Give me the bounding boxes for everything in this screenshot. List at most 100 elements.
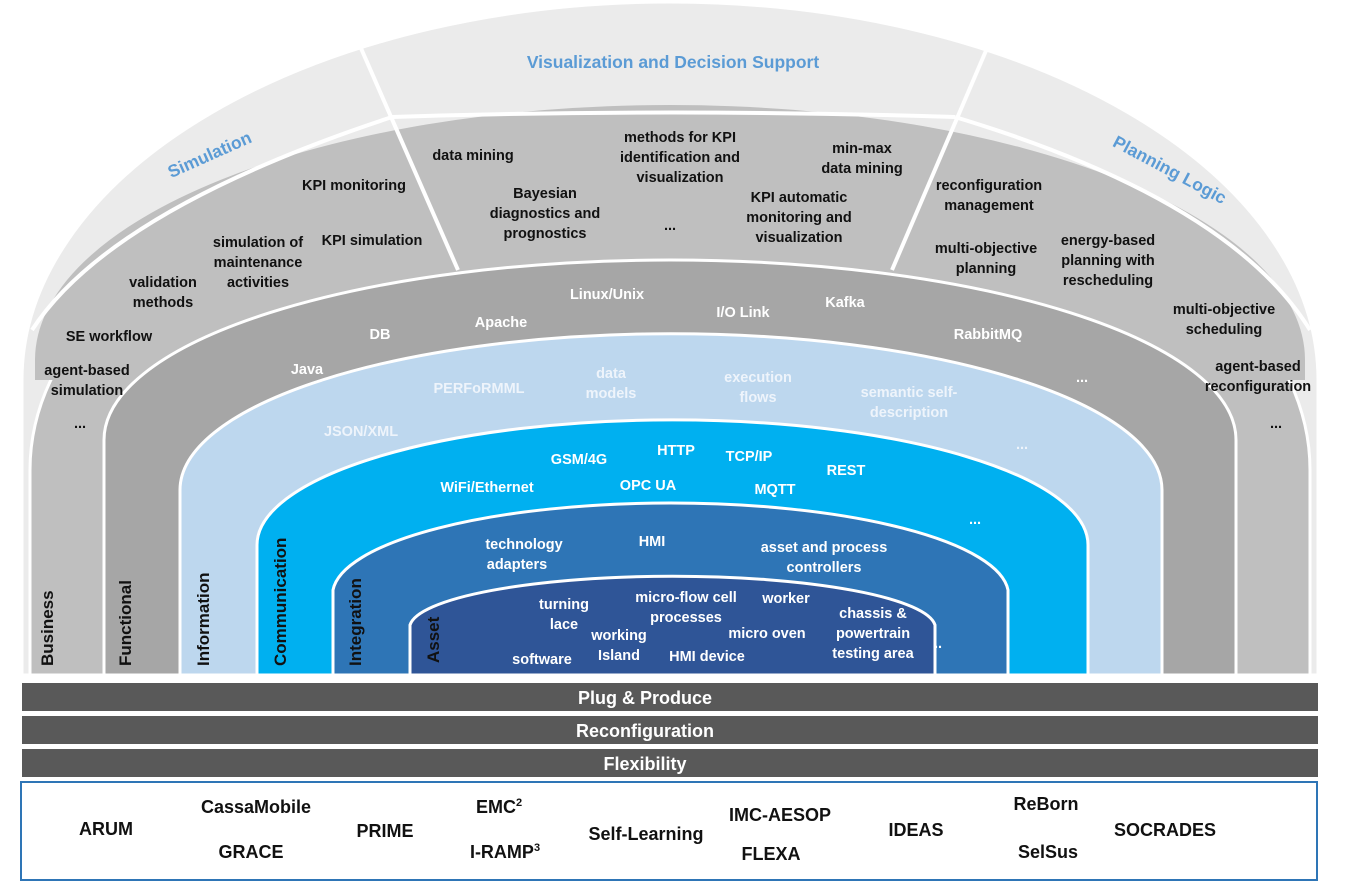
comm-wifi: WiFi/Ethernet [440, 480, 533, 496]
func-linux: Linux/Unix [570, 287, 644, 303]
func-rabbitmq: RabbitMQ [954, 327, 1022, 343]
plan-energy-line2: planning with [1061, 253, 1154, 269]
func-iolink: I/O Link [716, 305, 770, 321]
vis-minmax-line1: min-max [832, 141, 892, 157]
projects-box [20, 781, 1318, 881]
sim-header-divider [30, 115, 393, 332]
info-performml: PERFoRMML [433, 381, 524, 397]
layer-label-integration: Integration [346, 578, 365, 666]
comm-tcpip: TCP/IP [726, 449, 773, 465]
func-db: DB [370, 327, 391, 343]
reconfiguration-bar [22, 716, 1318, 744]
sim-agent-line1: agent-based [44, 363, 129, 379]
info-semantic-line2: description [870, 405, 948, 421]
project-grace: GRACE [218, 842, 283, 862]
comm-gsm: GSM/4G [551, 452, 607, 468]
asset-microflow-line2: processes [650, 610, 722, 626]
project-selsus: SelSus [1018, 842, 1078, 862]
project-imcaesop: IMC-AESOP [729, 805, 831, 825]
vis-kpiauto-line1: KPI automatic [751, 190, 848, 206]
func-kafka: Kafka [825, 295, 865, 311]
asset-chassis-line1: chassis & [839, 606, 907, 622]
plan-more: ... [1270, 416, 1282, 432]
asset-software: software [512, 652, 572, 668]
asset-chassis-line2: powertrain [836, 626, 910, 642]
info-execflows-line1: execution [724, 370, 792, 386]
asset-worker: worker [761, 591, 810, 607]
layer-label-information: Information [194, 573, 213, 667]
comm-rest: REST [827, 463, 866, 479]
flexibility-label: Flexibility [603, 754, 686, 774]
plan-reconf-line2: management [944, 198, 1034, 214]
info-more: ... [1016, 437, 1028, 453]
plan-agent-line1: agent-based [1215, 359, 1300, 375]
layer-label-communication: Communication [271, 538, 290, 666]
plan-agent-line2: reconfiguration [1205, 379, 1311, 395]
integ-tech-line2: adapters [487, 557, 547, 573]
project-emc: EMC2 [476, 797, 522, 817]
comm-mqtt: MQTT [754, 482, 795, 498]
comm-more: ... [969, 512, 981, 528]
info-semantic-line1: semantic self- [861, 385, 958, 401]
integ-hmi: HMI [639, 534, 666, 550]
vis-data-mining: data mining [432, 148, 513, 164]
vis-bayes-line1: Bayesian [513, 186, 577, 202]
sim-validation-line1: validation [129, 275, 197, 291]
vis-bayes-line2: diagnostics and [490, 206, 600, 222]
vis-bayes-line3: prognostics [504, 226, 587, 242]
plan-mo-plan-line2: planning [956, 261, 1016, 277]
integ-asset-ctrl-line1: asset and process [761, 540, 888, 556]
vis-more: ... [664, 218, 676, 234]
project-iramp-name: I-RAMP [470, 842, 534, 862]
integ-tech-line1: technology [485, 537, 562, 553]
integ-asset-ctrl-line2: controllers [787, 560, 862, 576]
func-more: ... [1076, 370, 1088, 386]
vis-kpiauto-line2: monitoring and [746, 210, 852, 226]
plug-produce-label: Plug & Produce [578, 688, 712, 708]
asset-working-line1: working [590, 628, 647, 644]
comm-http: HTTP [657, 443, 695, 459]
project-selflearning: Self-Learning [588, 824, 703, 844]
project-socrades: SOCRADES [1114, 820, 1216, 840]
project-prime: PRIME [356, 821, 413, 841]
asset-turning-line1: turning [539, 597, 589, 613]
func-apache: Apache [475, 315, 527, 331]
vis-minmax-line2: data mining [821, 161, 902, 177]
plug-produce-bar [22, 683, 1318, 711]
layer-label-business: Business [38, 590, 57, 666]
asset-turning-line2: lace [550, 617, 578, 633]
project-emc-sup: 2 [516, 797, 522, 809]
plan-reconf-line1: reconfiguration [936, 178, 1042, 194]
func-java: Java [291, 362, 324, 378]
visualization-header-divider [391, 110, 956, 119]
info-execflows-line2: flows [739, 390, 776, 406]
sim-maintenance-line1: simulation of [213, 235, 303, 251]
layer-label-functional: Functional [116, 580, 135, 666]
comm-opcua: OPC UA [620, 478, 677, 494]
sim-kpi-monitoring: KPI monitoring [302, 178, 406, 194]
asset-layer [408, 574, 937, 677]
project-reborn: ReBorn [1013, 794, 1078, 814]
vis-kpi-id-line2: identification and [620, 150, 740, 166]
layer-label-asset: Asset [424, 616, 443, 663]
project-cassamobile: CassaMobile [201, 797, 311, 817]
plan-mo-plan-line1: multi-objective [935, 241, 1037, 257]
asset-chassis-line3: testing area [832, 646, 914, 662]
info-datamodels-line1: data [596, 366, 627, 382]
asset-microoven: micro oven [728, 626, 805, 642]
plan-energy-line1: energy-based [1061, 233, 1155, 249]
project-ideas: IDEAS [888, 820, 943, 840]
project-iramp-sup: 3 [534, 842, 540, 854]
sim-se-workflow: SE workflow [66, 329, 153, 345]
separator-right [890, 45, 990, 271]
asset-microflow-line1: micro-flow cell [635, 590, 737, 606]
info-datamodels-line2: models [586, 386, 637, 402]
sim-kpi-simulation: KPI simulation [322, 233, 423, 249]
sim-maintenance-line2: maintenance [214, 255, 303, 271]
visualization-heading: Visualization and Decision Support [527, 52, 820, 72]
plan-mo-sched-line2: scheduling [1186, 322, 1263, 338]
project-emc-name: EMC [476, 797, 516, 817]
sim-maintenance-line3: activities [227, 275, 289, 291]
